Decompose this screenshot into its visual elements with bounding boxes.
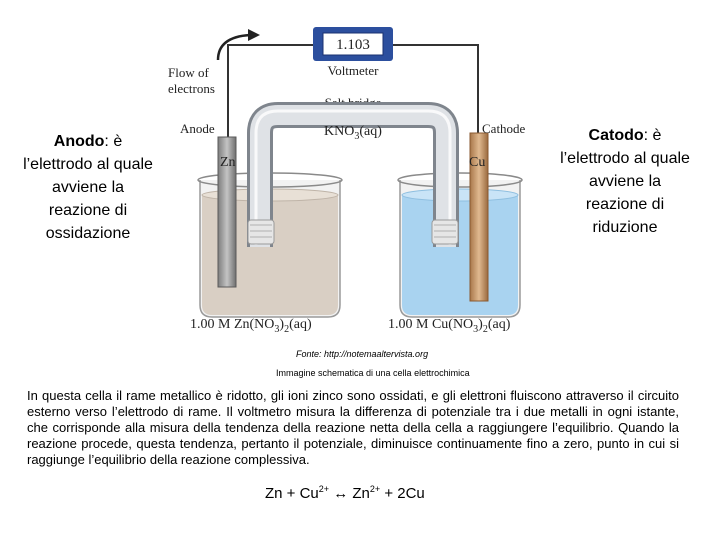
voltmeter-display (322, 32, 384, 56)
anode-definition: Anodo: è l’elettrodo al quale avviene la… (22, 130, 154, 245)
right-beaker-rim (397, 172, 523, 188)
left-solution-label: 1.00 M Zn(NO3)2(aq) (190, 317, 312, 335)
flow-label-line1: Flow of (168, 65, 209, 80)
explanation-paragraph: In questa cella il rame metallico è rido… (27, 388, 679, 467)
anode-diagram-label: Anode (180, 121, 215, 136)
electrochemical-cell-diagram: 1.103 Voltmeter Flow of electrons Salt b… (168, 27, 526, 335)
anode-term: Anodo (53, 133, 105, 150)
wire-right (385, 44, 479, 135)
zinc-label: Zn (220, 155, 236, 170)
cathode-term: Catodo (588, 127, 644, 144)
salt-bridge-highlight (254, 109, 452, 245)
cathode-description: : è l’elettrodo al quale avviene la reaz… (560, 127, 690, 236)
copper-label: Cu (469, 155, 485, 170)
voltmeter-label: Voltmeter (327, 63, 379, 78)
flow-label-line2: electrons (168, 81, 215, 96)
right-solution (402, 195, 518, 315)
voltmeter-reading: 1.103 (336, 37, 370, 53)
cathode-diagram-label: Cathode (482, 121, 526, 136)
right-plug (431, 219, 459, 245)
reaction-equation: Zn + Cu2+ ↔ Zn2+ + 2Cu (265, 484, 425, 502)
source-credit: Fonte: http://notemaaltervista.org (296, 349, 429, 359)
wire-left (227, 44, 320, 140)
left-plug (247, 219, 275, 245)
electron-flow-arrow (216, 33, 251, 61)
cathode-definition: Catodo: è l’elettrodo al quale avviene l… (558, 124, 692, 239)
salt-bridge-formula: KNO3(aq) (324, 124, 382, 142)
right-plug-texture (434, 224, 456, 238)
copper-electrode (469, 132, 489, 302)
right-solution-label: 1.00 M Cu(NO3)2(aq) (388, 317, 511, 335)
anode-description: : è l’elettrodo al quale avviene la reaz… (23, 133, 153, 242)
arrow-head-icon (248, 29, 260, 41)
figure-caption: Immagine schematica di una cella elettro… (276, 368, 470, 378)
right-solution-surface (401, 188, 519, 202)
left-plug-texture (250, 224, 272, 238)
salt-bridge-tube (250, 105, 456, 247)
zinc-electrode (217, 136, 237, 288)
